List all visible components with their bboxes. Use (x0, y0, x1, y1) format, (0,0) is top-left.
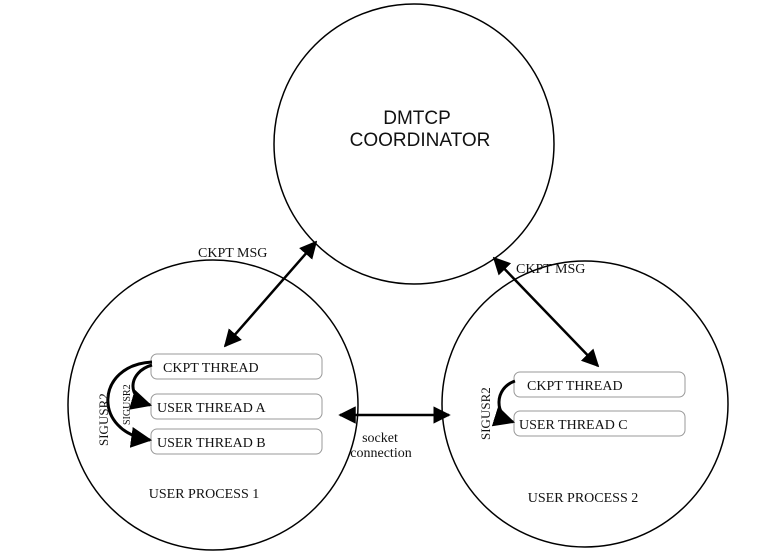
ckpt-msg-arrow-left (223, 240, 318, 348)
p1-user-thread-b-label: USER THREAD B (157, 436, 266, 451)
user-process-1-label: USER PROCESS 1 (149, 487, 259, 502)
coordinator-title-line2: COORDINATOR (350, 130, 491, 151)
user-process-1-circle (67, 259, 359, 551)
ckpt-msg-label-right: CKPT MSG (516, 262, 585, 277)
socket-label-line1: socket (362, 431, 398, 446)
p1-sigusr2-inner-arrow (128, 363, 153, 410)
p1-sigusr2-outer-label: SIGUSR2 (96, 393, 111, 446)
p2-user-thread-c-label: USER THREAD C (519, 418, 628, 433)
p1-user-thread-a-label: USER THREAD A (157, 401, 267, 416)
ckpt-msg-arrow-right (492, 256, 600, 368)
p1-ckpt-thread-label: CKPT THREAD (163, 361, 259, 376)
user-process-2-label: USER PROCESS 2 (528, 491, 638, 506)
p2-ckpt-thread-label: CKPT THREAD (527, 379, 623, 394)
p1-sigusr2-outer-arrow (106, 360, 153, 448)
p2-sigusr2-arrow (491, 379, 516, 427)
coordinator-title-line1: DMTCP (383, 108, 451, 129)
p2-ckpt-thread-box (513, 371, 686, 398)
ckpt-msg-label-left: CKPT MSG (198, 246, 267, 261)
coordinator-circle (273, 3, 555, 285)
p1-sigusr2-inner-label: SIGUSR2 (122, 384, 133, 425)
socket-label-line2: connection (350, 446, 411, 461)
p2-sigusr2-label: SIGUSR2 (478, 387, 493, 440)
